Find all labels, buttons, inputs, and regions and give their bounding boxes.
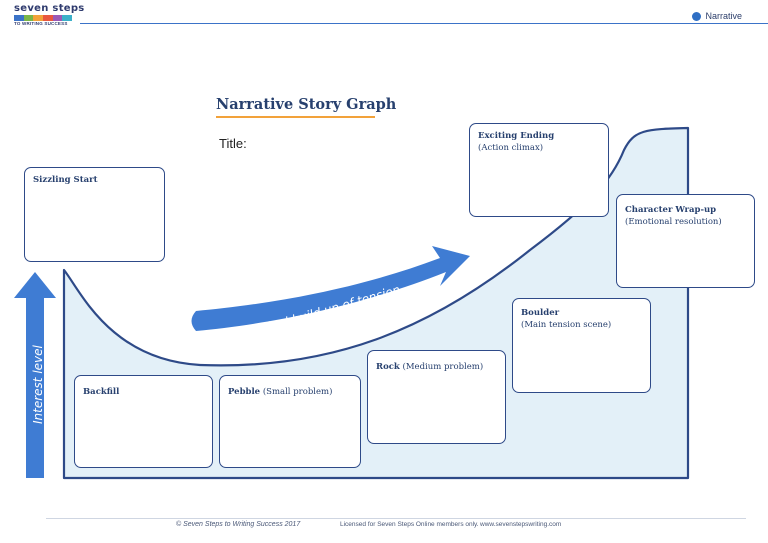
logo-stripe — [62, 15, 73, 21]
box-title: Boulder — [521, 308, 560, 318]
badge-label: Narrative — [705, 11, 742, 21]
header-divider — [80, 23, 768, 24]
character-wrapup-box[interactable]: Character Wrap-up (Emotional resolution) — [616, 194, 755, 288]
brand-logo-subtitle: TO WRITING SUCCESS — [14, 21, 68, 26]
box-title: Pebble — [228, 387, 261, 397]
graph-title: Narrative Story Graph — [216, 96, 397, 113]
logo-stripe — [33, 15, 44, 21]
box-title: Rock — [376, 362, 400, 372]
title-underline — [216, 116, 375, 118]
brand-logo-text: seven steps — [14, 3, 85, 14]
logo-stripe — [52, 15, 63, 21]
box-title: Exciting Ending — [478, 131, 555, 141]
footer-divider — [46, 518, 746, 519]
tension-arrow — [191, 246, 470, 331]
box-title: Sizzling Start — [33, 175, 98, 185]
exciting-ending-box[interactable]: Exciting Ending (Action climax) — [469, 123, 609, 217]
footer-license: Licensed for Seven Steps Online members … — [340, 521, 479, 528]
interest-level-arrow — [14, 272, 56, 478]
box-title: Backfill — [83, 387, 120, 397]
interest-level-label: Interest level — [31, 344, 45, 424]
story-title-label: Title: — [219, 136, 247, 151]
logo-stripe — [43, 15, 53, 21]
pebble-box[interactable]: Pebble (Small problem) — [219, 375, 361, 468]
box-desc: (Emotional resolution) — [625, 217, 722, 227]
rock-box[interactable]: Rock (Medium problem) — [367, 350, 506, 444]
box-title: Character Wrap-up — [625, 205, 717, 215]
logo-stripe — [23, 15, 34, 21]
sizzling-start-box[interactable]: Sizzling Start — [24, 167, 165, 262]
narrative-badge: Narrative — [692, 11, 742, 21]
box-desc: (Medium problem) — [402, 362, 484, 372]
footer-copyright: © Seven Steps to Writing Success 2017 — [176, 521, 301, 528]
brand-logo-color-strip — [14, 15, 73, 21]
badge-dot-icon — [692, 11, 702, 21]
boulder-box[interactable]: Boulder (Main tension scene) — [512, 298, 651, 393]
footer-url[interactable]: www.sevenstepswriting.com — [480, 521, 562, 528]
box-desc: (Main tension scene) — [521, 320, 612, 330]
backfill-box[interactable]: Backfill — [74, 375, 213, 468]
box-desc: (Action climax) — [478, 143, 544, 153]
box-desc: (Small problem) — [262, 387, 333, 397]
logo-stripe — [14, 15, 24, 21]
